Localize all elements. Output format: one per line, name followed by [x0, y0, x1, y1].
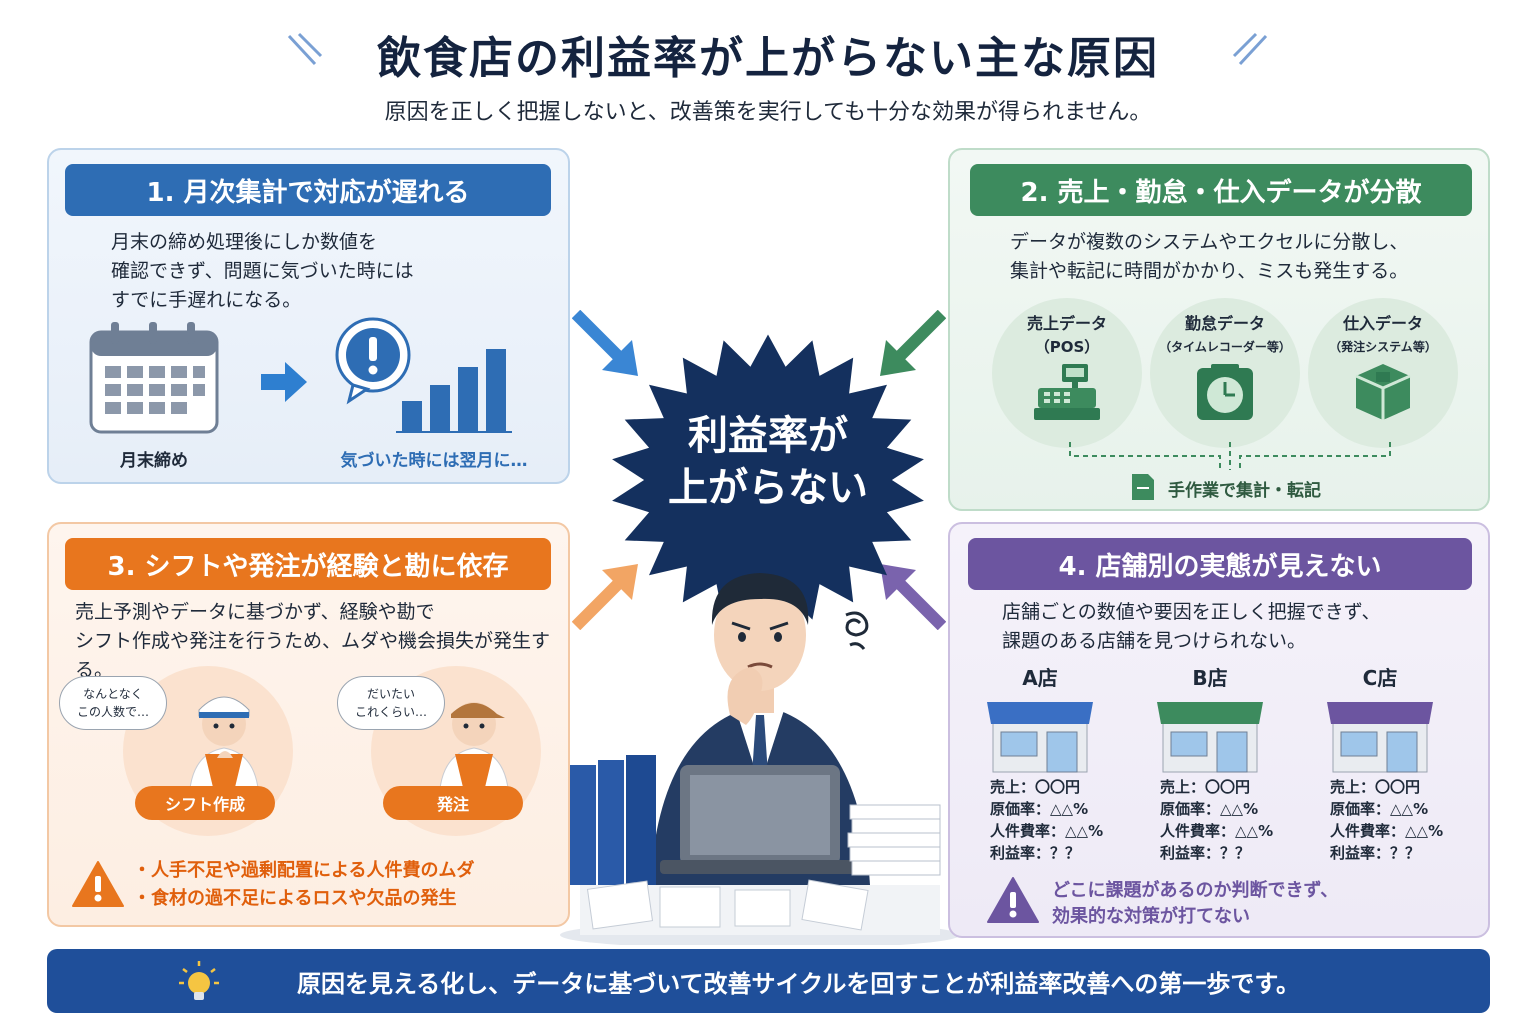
- page-subtitle: 原因を正しく把握しないと、改善策を実行しても十分な効果が得られません。: [384, 100, 1152, 125]
- center-message: 利益率が 上がらない: [668, 413, 868, 511]
- arrow-from-panel1: [572, 310, 638, 376]
- storefront-icon: [1157, 702, 1263, 773]
- store-stat: 原価率：△△%: [990, 800, 1089, 818]
- arrow-right-icon: [261, 362, 307, 402]
- source-sales-title: 売上データ: [1026, 314, 1107, 333]
- label-next-month: 気づいた時には翌月に…: [340, 451, 528, 471]
- panel1-heading: 1. 月次集計で対応が遅れる: [65, 164, 551, 216]
- center-burst-shape: [612, 334, 924, 626]
- warning-food-loss: ・食材の過不足によるロスや欠品の発生: [133, 888, 457, 909]
- warning-labor-cost: ・人手不足や過剰配置による人件費のムダ: [133, 860, 475, 881]
- store-stat: 利益率：？？: [1330, 844, 1421, 862]
- package-box-icon: [1355, 364, 1411, 420]
- store-stat: 売上：〇〇円: [1330, 778, 1421, 796]
- store-name: A店: [1022, 666, 1058, 690]
- thought-bubble-shift: なんとなく この人数で…: [59, 676, 167, 730]
- pos-register-icon: [1034, 364, 1100, 420]
- store-stat: 人件費率：△△%: [1330, 822, 1444, 840]
- label-shift-creation: シフト作成: [135, 786, 275, 820]
- panel-store-visibility: 4. 店舗別の実態が見えない 店舗ごとの数値や要因を正しく把握できず、 課題のあ…: [948, 522, 1490, 938]
- warning-icon: [72, 861, 124, 907]
- store-stat: 原価率：△△%: [1160, 800, 1259, 818]
- panel4-heading: 4. 店舗別の実態が見えない: [968, 538, 1472, 590]
- source-sales-sub: （POS）: [1034, 338, 1100, 356]
- warning-icon: [987, 877, 1039, 923]
- panel4-description: 店舗ごとの数値や要因を正しく把握できず、 課題のある店舗を見つけられない。: [1002, 601, 1381, 652]
- source-attendance-sub: （タイムレコーダー等）: [1159, 340, 1291, 354]
- document-icon: [1132, 474, 1154, 500]
- thought-bubble-order: だいたい これくらい…: [337, 676, 445, 730]
- store-stat: 利益率：？？: [1160, 844, 1251, 862]
- panel-data-scattered: 2. 売上・勤怠・仕入データが分散 データが複数のシステムやエクセルに分散し、 …: [948, 148, 1490, 511]
- time-recorder-icon: [1197, 364, 1253, 420]
- source-purchase-sub: （発注システム等）: [1329, 340, 1437, 354]
- footer-message: 原因を見える化し、データに基づいて改善サイクルを回すことが利益率改善への第一歩で…: [297, 969, 1300, 998]
- calendar-icon: [89, 322, 219, 434]
- data-flow-connector: [1069, 442, 1391, 470]
- store-stat: 人件費率：△△%: [990, 822, 1104, 840]
- alert-bubble-icon: [335, 317, 411, 405]
- store-warning-message: どこに課題があるのか判断できず、 効果的な対策が打てない: [1052, 880, 1339, 927]
- stressed-manager-illustration: [560, 573, 960, 945]
- panel3-heading: 3. シフトや発注が経験と勘に依存: [65, 538, 551, 590]
- label-ordering: 発注: [383, 786, 523, 820]
- page-title: 飲食店の利益率が上がらない主な原因: [377, 33, 1159, 84]
- arrow-from-panel2: [880, 310, 946, 376]
- storefront-icon: [987, 702, 1093, 773]
- source-attendance-title: 勤怠データ: [1184, 314, 1265, 333]
- storefront-icon: [1327, 702, 1433, 773]
- label-month-end: 月末締め: [120, 451, 188, 471]
- panel2-heading: 2. 売上・勤怠・仕入データが分散: [970, 164, 1472, 216]
- store-stat: 原価率：△△%: [1330, 800, 1429, 818]
- panel-experience-dependence: 3. シフトや発注が経験と勘に依存 売上予測やデータに基づかず、経験や勘で シフ…: [47, 522, 570, 927]
- lightbulb-icon: [179, 961, 219, 1000]
- title-deco-left: [287, 32, 323, 66]
- chef-thinking-icon: [188, 696, 260, 804]
- source-purchase-title: 仕入データ: [1342, 314, 1423, 333]
- title-deco-right: [1232, 32, 1268, 66]
- arrow-from-panel3: [572, 564, 638, 630]
- footer-message-bar: 原因を見える化し、データに基づいて改善サイクルを回すことが利益率改善への第一歩で…: [47, 949, 1490, 1013]
- panel2-description: データが複数のシステムやエクセルに分散し、 集計や転記に時間がかかり、ミスも発生…: [1010, 231, 1409, 282]
- bar-chart-icon: [396, 349, 512, 433]
- store-stat: 利益率：？？: [990, 844, 1081, 862]
- store-stat: 売上：〇〇円: [990, 778, 1081, 796]
- store-stat: 人件費率：△△%: [1160, 822, 1274, 840]
- store-name: C店: [1362, 666, 1398, 690]
- panel1-description: 月末の締め処理後にしか数値を 確認できず、問題に気づいた時には すでに手遅れにな…: [111, 231, 414, 311]
- store-stat: 売上：〇〇円: [1160, 778, 1251, 796]
- panel3-description: 売上予測やデータに基づかず、経験や勘で シフト作成や発注を行うため、ムダや機会損…: [75, 601, 551, 681]
- manual-aggregation-label: 手作業で集計・転記: [1168, 481, 1321, 501]
- arrow-from-panel4: [880, 564, 946, 630]
- panel-monthly-aggregation: 1. 月次集計で対応が遅れる 月末の締め処理後にしか数値を 確認できず、問題に気…: [47, 148, 570, 484]
- store-name: B店: [1192, 666, 1228, 690]
